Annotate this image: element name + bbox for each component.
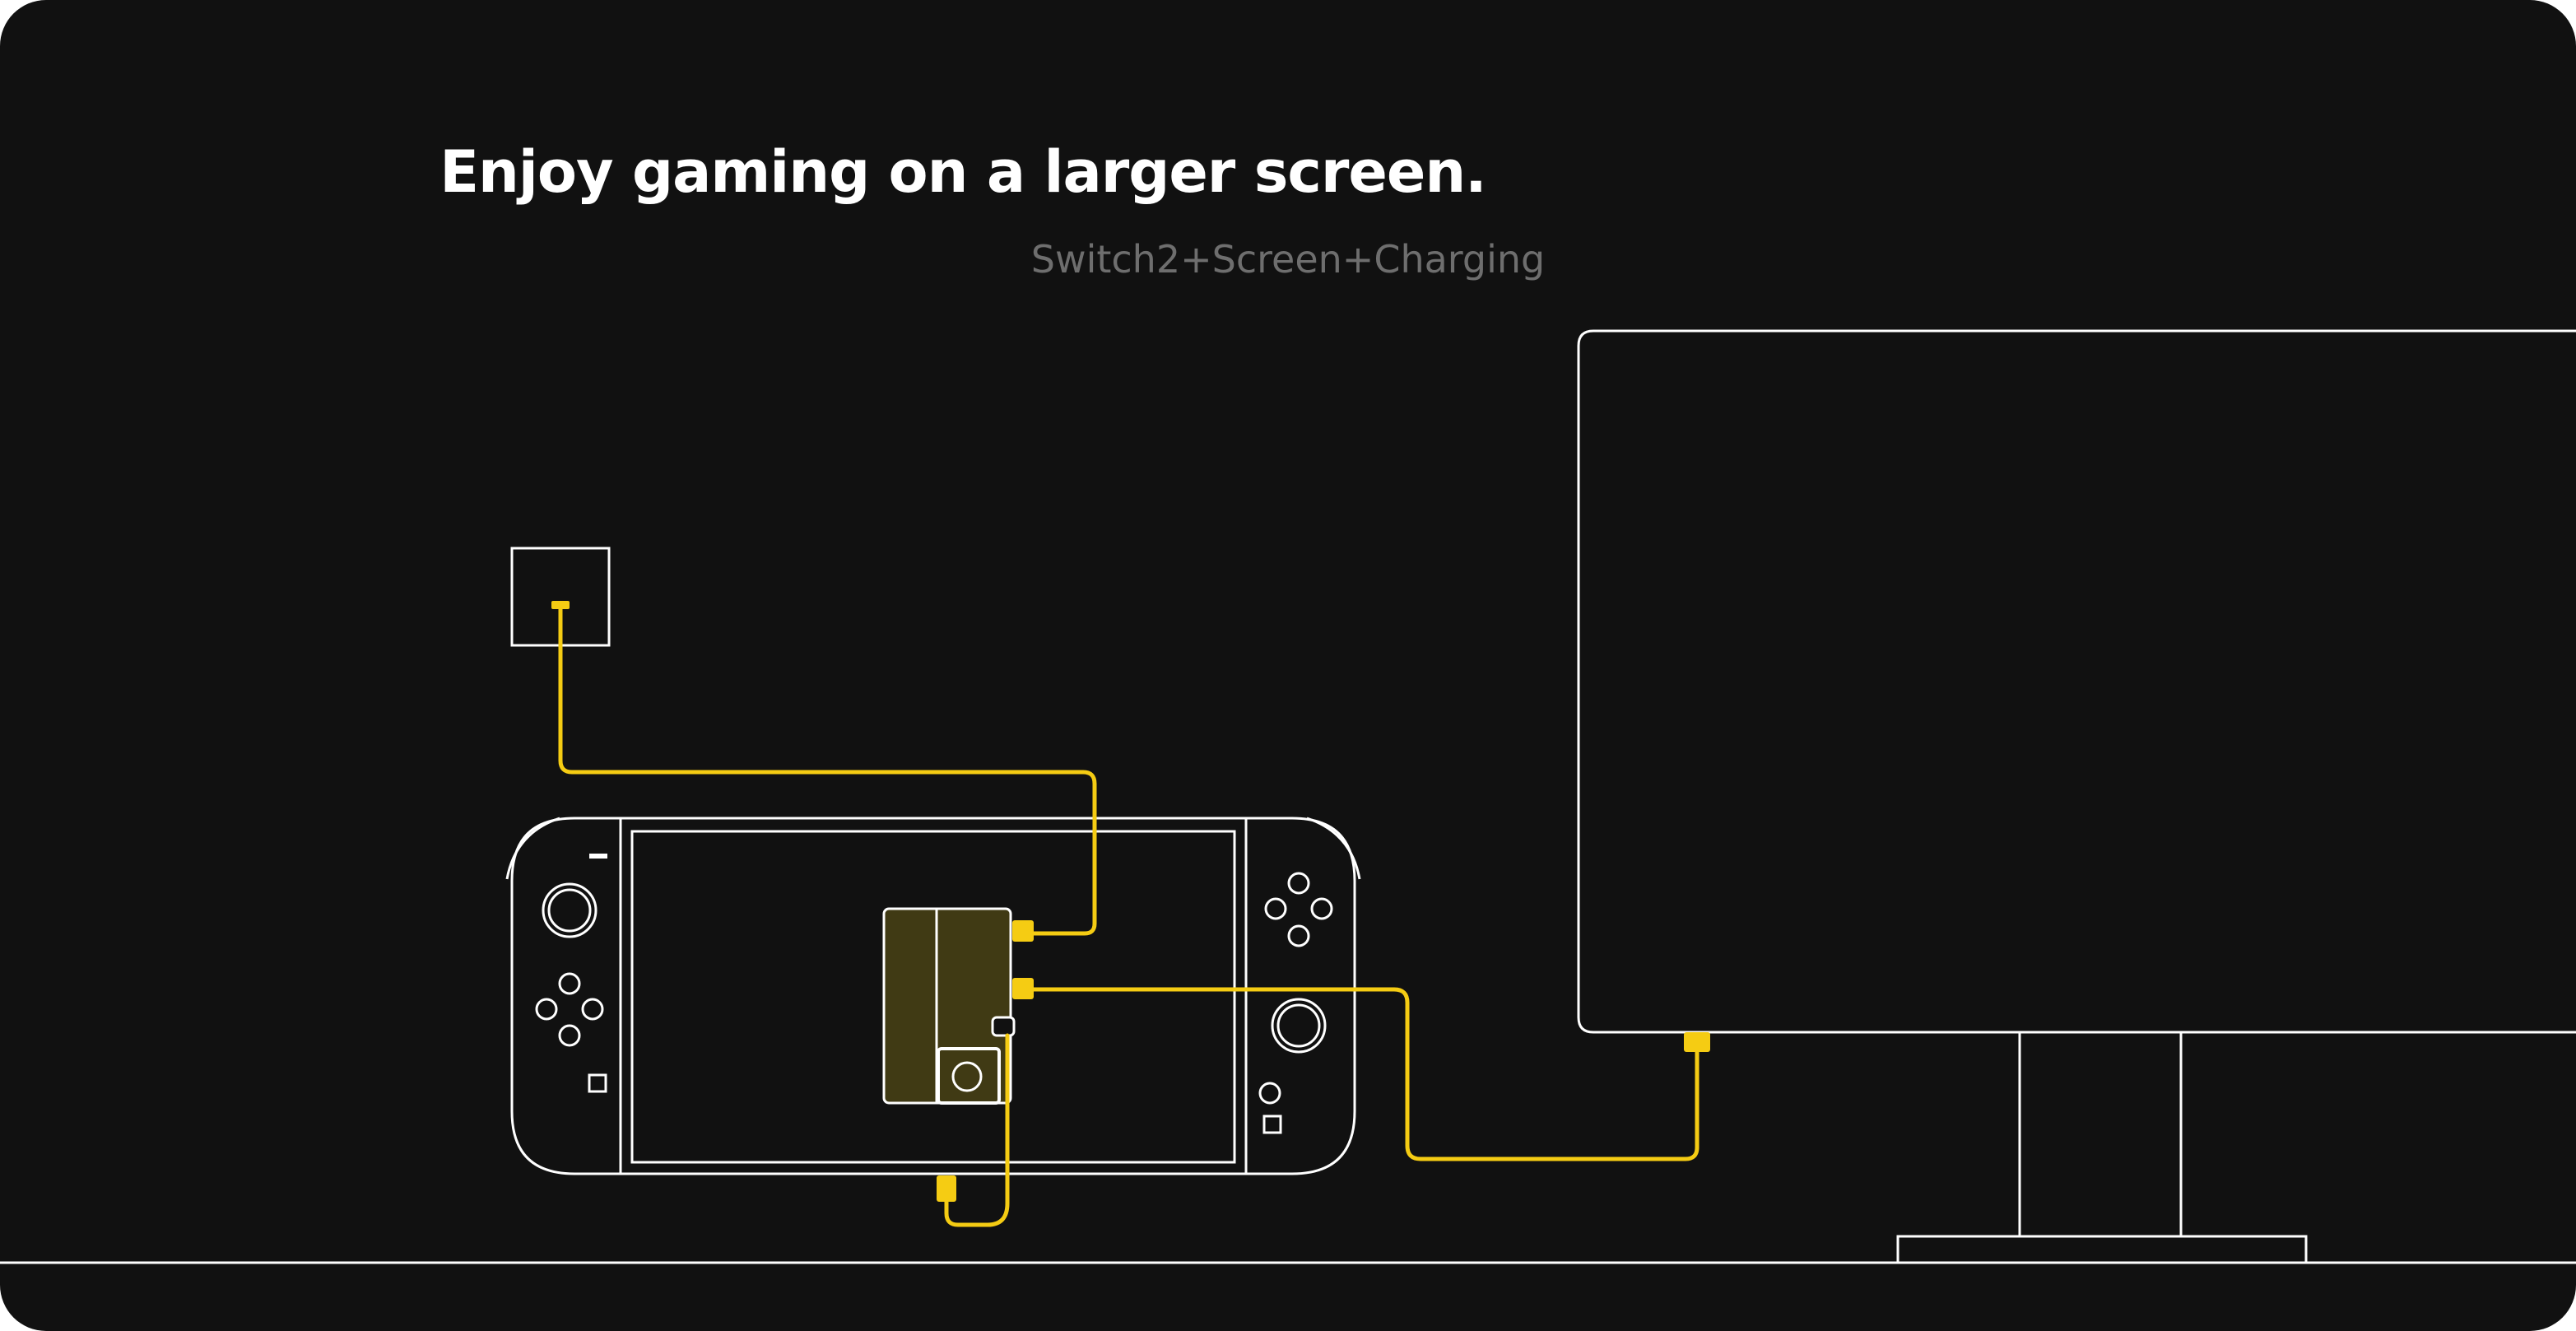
dock-hdmi-plug — [1012, 978, 1034, 999]
console-usb-plug — [937, 1175, 956, 1202]
monitor-hdmi-plug — [1684, 1032, 1710, 1052]
dock-power-plug — [1012, 920, 1034, 942]
usb-c-dock-icon — [882, 907, 1016, 1105]
page-title: Enjoy gaming on a larger screen. — [439, 138, 1487, 206]
console-usb-cable — [944, 1033, 1010, 1227]
handheld-console-icon — [505, 817, 1361, 1175]
hdmi-cable — [1018, 987, 1700, 1161]
monitor-icon — [1577, 329, 2576, 1264]
power-cable — [558, 605, 1097, 936]
outlet-plug — [551, 601, 570, 609]
page-subtitle: Switch2+Screen+Charging — [1030, 237, 1546, 282]
